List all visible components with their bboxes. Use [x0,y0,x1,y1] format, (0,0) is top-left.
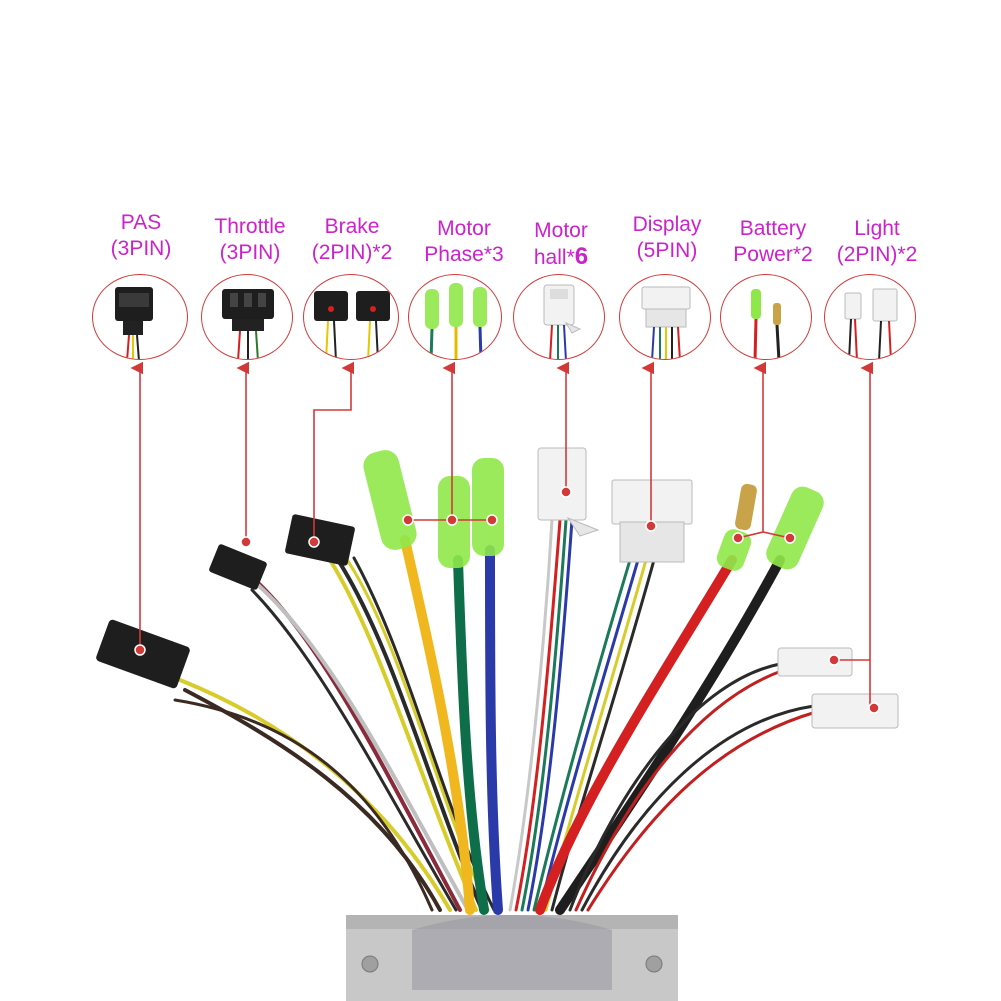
display-plug [611,479,693,563]
pas-plug [96,619,190,689]
light-plugs [777,647,899,729]
pointer-dots [134,486,880,714]
throttle-connector-icon [222,289,274,359]
motor-hall-connector-circle [513,274,605,360]
label-display: Display(5PIN) [632,213,702,262]
controller-housing [346,915,678,1001]
brake-plug [285,514,355,566]
pas-connector-icon [115,287,153,359]
phase-sleeves [363,450,504,568]
throttle-plug [209,544,267,590]
wire-bundle [173,518,818,915]
label-throttle: Throttle(3PIN) [214,215,286,264]
battery-power-connector-icon [751,289,781,359]
pas-connector-circle [92,274,188,360]
motor-phase-connector-circle [408,274,502,360]
battery-plugs [716,483,824,571]
throttle-connector-circle [201,274,293,360]
label-brake: Brake(2PIN)*2 [311,215,393,264]
pointer-lines [130,361,874,709]
battery-power-connector-circle [720,274,812,360]
light-connector-circle [824,274,916,360]
motor-phase-connector-icon [425,283,487,359]
label-motor-hall: Motor hall*6 [533,219,589,270]
display-connector-icon [641,286,691,359]
hall-plug [537,447,600,537]
display-connector-circle [619,274,711,360]
label-pas: PAS(3PIN) [110,211,172,260]
light-connector-icon [844,288,898,359]
motor-hall-connector-icon [543,284,582,359]
label-light: Light(2PIN)*2 [836,217,918,266]
brake-connector-circle [303,274,399,360]
brake-connector-icon [314,291,390,359]
